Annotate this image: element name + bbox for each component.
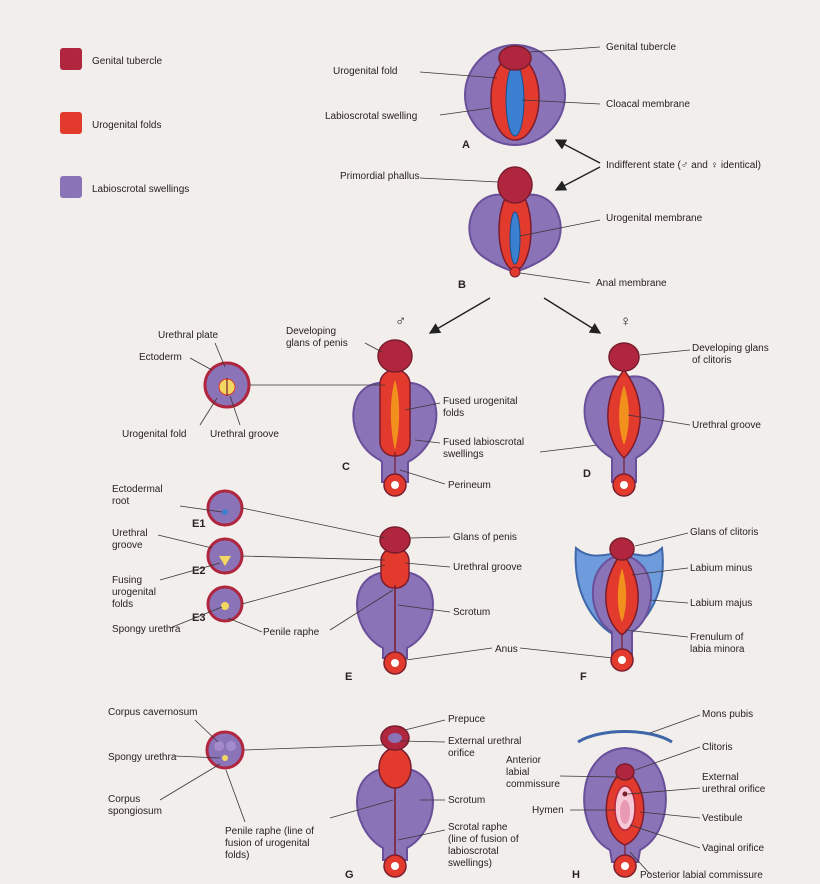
label-posterior-labial-commissure: Posterior labial commissure — [640, 870, 763, 881]
label-fused-labioscrotal-2: swellings — [443, 449, 484, 460]
label-urethral-plate: Urethral plate — [158, 330, 218, 341]
stage-c-drawing — [353, 340, 436, 496]
label-external-urethral-orifice-g-1: External urethral — [448, 736, 521, 747]
stage-d-drawing — [585, 343, 664, 496]
stage-letter-g: G — [345, 869, 354, 881]
stage-e-labels: Ectodermal root Urethral groove Fusing u… — [112, 484, 613, 660]
label-fused-urogenital-folds-2: folds — [443, 408, 464, 419]
label-hymen: Hymen — [532, 805, 564, 816]
label-scrotum-g: Scrotum — [448, 795, 485, 806]
label-urethral-groove-e: Urethral groove — [453, 562, 522, 573]
label-vaginal-orifice: Vaginal orifice — [702, 843, 765, 854]
stage-g-drawing — [357, 726, 433, 877]
label-anal-membrane: Anal membrane — [596, 278, 667, 289]
label-urogenital-fold-c: Urogenital fold — [122, 429, 186, 440]
label-mons-pubis: Mons pubis — [702, 709, 753, 720]
label-urogenital-fold-a: Urogenital fold — [333, 66, 397, 77]
label-ectodermal-1: Ectodermal — [112, 484, 163, 495]
stage-letter-a: A — [462, 139, 470, 151]
stage-letter-c: C — [342, 461, 350, 473]
label-perineum: Perineum — [448, 480, 491, 491]
label-clitoris: Clitoris — [702, 742, 733, 753]
stage-b-drawing — [469, 167, 560, 277]
male-symbol: ♂ — [395, 313, 406, 330]
label-ectoderm: Ectoderm — [139, 352, 182, 363]
label-frenulum-2: labia minora — [690, 644, 745, 655]
label-spongy-urethra-g: Spongy urethra — [108, 752, 177, 763]
label-labium-majus: Labium majus — [690, 598, 752, 609]
label-fused-labioscrotal-1: Fused labioscrotal — [443, 437, 524, 448]
label-anterior-commissure-1: Anterior — [506, 755, 542, 766]
label-labioscrotal-swelling: Labioscrotal swelling — [325, 111, 417, 122]
label-ectodermal-2: root — [112, 496, 129, 507]
label-vestibule: Vestibule — [702, 813, 743, 824]
stage-g-labels: Corpus cavernosum Spongy urethra Corpus … — [108, 707, 521, 869]
label-corpus-spongiosum-2: spongiosum — [108, 806, 162, 817]
label-indifferent-state: Indifferent state (♂ and ♀ identical) — [606, 160, 761, 171]
label-glans-of-penis: Glans of penis — [453, 532, 517, 543]
label-developing-glans-clitoris-1: Developing glans — [692, 343, 769, 354]
label-urethral-groove-c: Urethral groove — [210, 429, 279, 440]
legend-label-labioscrotal-swellings: Labioscrotal swellings — [92, 184, 189, 195]
legend: Genital tubercle Urogenital folds Labios… — [60, 48, 189, 198]
label-urethral-groove-e-2: groove — [112, 540, 143, 551]
label-corpus-cavernosum: Corpus cavernosum — [108, 707, 197, 718]
label-prepuce: Prepuce — [448, 714, 486, 725]
label-developing-glans-penis-2: glans of penis — [286, 338, 348, 349]
label-external-urethral-orifice-h-1: External — [702, 772, 739, 783]
label-labium-minus: Labium minus — [690, 563, 752, 574]
label-primordial-phallus: Primordial phallus — [340, 171, 419, 182]
legend-swatch-genital-tubercle — [60, 48, 82, 70]
label-urethral-groove-e-1: Urethral — [112, 528, 148, 539]
label-anus: Anus — [495, 644, 518, 655]
label-scrotal-raphe-2: (line of fusion of — [448, 834, 519, 845]
label-fused-urogenital-folds-1: Fused urogenital — [443, 396, 518, 407]
stage-h-drawing — [578, 732, 672, 878]
stage-letter-b: B — [458, 279, 466, 291]
stage-a-drawing — [465, 45, 565, 145]
label-scrotum-e: Scrotum — [453, 607, 490, 618]
label-external-urethral-orifice-g-2: orifice — [448, 748, 475, 759]
label-penile-raphe-e: Penile raphe — [263, 627, 320, 638]
label-frenulum-1: Frenulum of — [690, 632, 744, 643]
label-fusing-folds-1: Fusing — [112, 575, 142, 586]
stage-f-drawing — [576, 538, 663, 671]
label-urogenital-membrane: Urogenital membrane — [606, 213, 703, 224]
label-corpus-spongiosum-1: Corpus — [108, 794, 140, 805]
stage-letter-d: D — [583, 468, 591, 480]
label-cloacal-membrane: Cloacal membrane — [606, 99, 690, 110]
label-developing-glans-penis-1: Developing — [286, 326, 336, 337]
stage-letter-h: H — [572, 869, 580, 881]
stage-letter-f: F — [580, 671, 587, 683]
female-symbol: ♀ — [620, 313, 631, 330]
label-genital-tubercle: Genital tubercle — [606, 42, 676, 53]
label-scrotal-raphe-1: Scrotal raphe — [448, 822, 508, 833]
label-anterior-commissure-3: commissure — [506, 779, 560, 790]
label-glans-of-clitoris: Glans of clitoris — [690, 527, 758, 538]
label-spongy-urethra-e: Spongy urethra — [112, 624, 181, 635]
label-developing-glans-clitoris-2: of clitoris — [692, 355, 731, 366]
label-urethral-groove-d: Urethral groove — [692, 420, 761, 431]
stage-e-drawing — [357, 527, 433, 674]
label-anterior-commissure-2: labial — [506, 767, 529, 778]
label-penile-raphe-g-3: folds) — [225, 850, 249, 861]
label-scrotal-raphe-4: swellings) — [448, 858, 492, 869]
legend-label-urogenital-folds: Urogenital folds — [92, 120, 161, 131]
stage-letter-e: E — [345, 671, 352, 683]
label-fusing-folds-2: urogenital — [112, 587, 156, 598]
stage-letter-e1: E1 — [192, 518, 205, 530]
stage-g-cross-section — [207, 732, 243, 768]
label-external-urethral-orifice-h-2: urethral orifice — [702, 784, 766, 795]
label-penile-raphe-g-2: fusion of urogenital — [225, 838, 310, 849]
legend-label-genital-tubercle: Genital tubercle — [92, 56, 162, 67]
label-scrotal-raphe-3: labioscrotal — [448, 846, 499, 857]
label-fusing-folds-3: folds — [112, 599, 133, 610]
legend-swatch-urogenital-folds — [60, 112, 82, 134]
label-penile-raphe-g-1: Penile raphe (line of — [225, 826, 314, 837]
legend-swatch-labioscrotal-swellings — [60, 176, 82, 198]
stage-letter-e2: E2 — [192, 565, 205, 577]
